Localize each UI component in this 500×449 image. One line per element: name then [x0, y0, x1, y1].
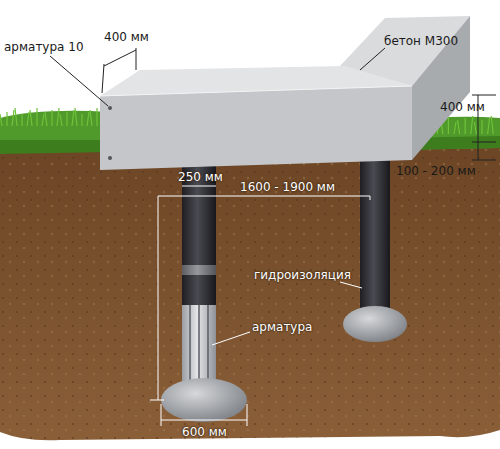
dimension-label: 250 мм — [178, 170, 223, 184]
part-label: арматура 10 — [4, 40, 84, 54]
dimension-label: 1600 - 1900 мм — [240, 180, 335, 194]
dimension-label: 600 мм — [182, 425, 227, 439]
dimension-label: 100 - 200 мм — [396, 164, 476, 178]
part-label: арматура — [252, 320, 312, 334]
part-label: гидроизоляция — [254, 268, 351, 282]
dimension-label: 400 мм — [440, 100, 485, 114]
dimension-label: 400 мм — [104, 30, 149, 44]
material-label: бетон М300 — [384, 34, 458, 48]
